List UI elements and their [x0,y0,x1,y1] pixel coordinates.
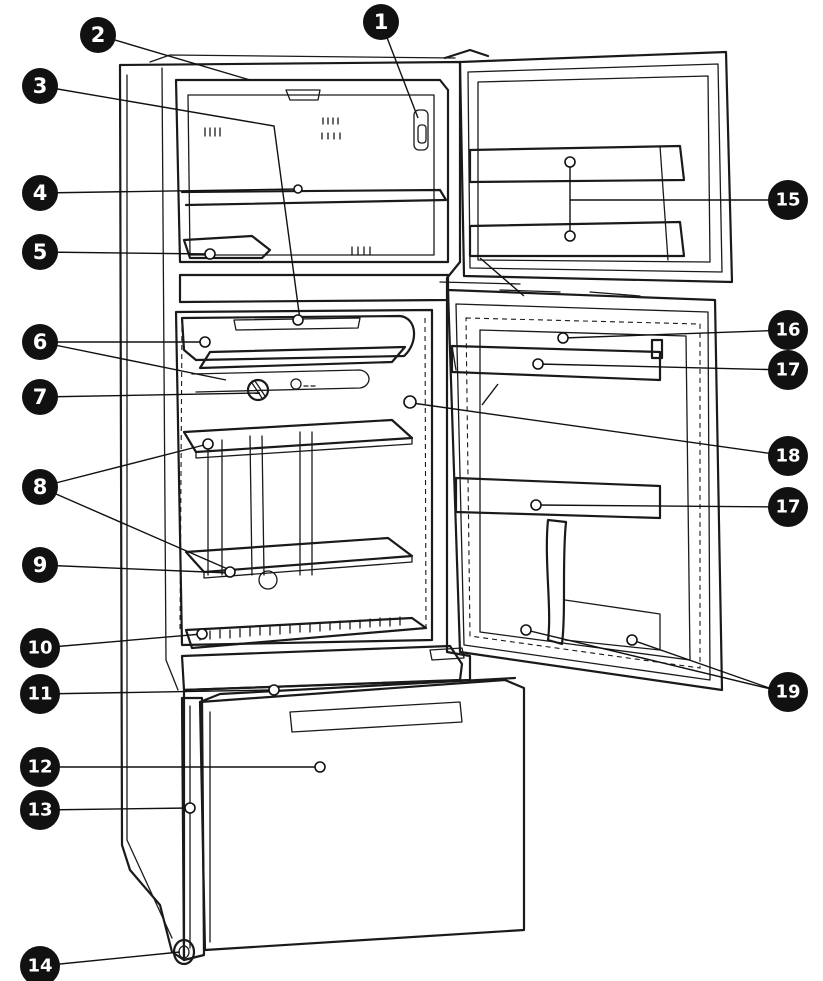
callout-label: 13 [27,800,52,821]
callout-label: 6 [33,330,48,354]
callout-label: 18 [775,446,800,467]
callout-badge-17-lower: 17 [768,487,808,527]
callout-badge-6: 6 [22,324,58,360]
callout-badge-2: 2 [80,17,116,53]
callout-label: 5 [33,240,48,264]
refrigerator-door [429,281,724,692]
callout-badge-18: 18 [768,436,808,476]
callout-badge-9: 9 [22,547,58,583]
callout-label: 19 [775,682,800,703]
callout-label: 17 [775,360,800,381]
callout-badge-11: 11 [20,674,60,714]
callout-label: 3 [33,74,48,98]
callout-badge-5: 5 [22,234,58,270]
callout-badge-12: 12 [20,747,60,787]
callout-badge-19: 19 [768,672,808,712]
callout-label: 9 [33,553,48,577]
callout-label: 7 [33,385,48,409]
callout-badge-8: 8 [22,469,58,505]
callout-badge-10: 10 [20,628,60,668]
callout-label: 16 [775,320,800,341]
freezer-door [458,50,734,284]
callout-badge-7: 7 [22,379,58,415]
callout-label: 10 [27,638,52,659]
callout-badge-1: 1 [363,4,399,40]
callout-badge-3: 3 [22,68,58,104]
callout-label: 17 [775,497,800,518]
callout-label: 11 [27,684,52,705]
callout-badge-17-upper: 17 [768,350,808,390]
callout-label: 15 [775,190,800,211]
callout-badge-14: 14 [20,946,60,981]
callout-badge-4: 4 [22,175,58,211]
callout-label: 4 [33,181,48,205]
callout-badge-16: 16 [768,310,808,350]
callout-label: 8 [33,475,48,499]
freezer-drawer [198,676,526,952]
callout-label: 2 [91,23,106,47]
callout-label: 1 [374,10,389,34]
callout-label: 12 [27,757,52,778]
callout-badge-15: 15 [768,180,808,220]
refrigerator-cabinet [118,48,490,966]
callout-points [184,156,638,814]
callout-badge-13: 13 [20,790,60,830]
callout-label: 14 [27,956,52,977]
leader-lines [39,21,789,967]
